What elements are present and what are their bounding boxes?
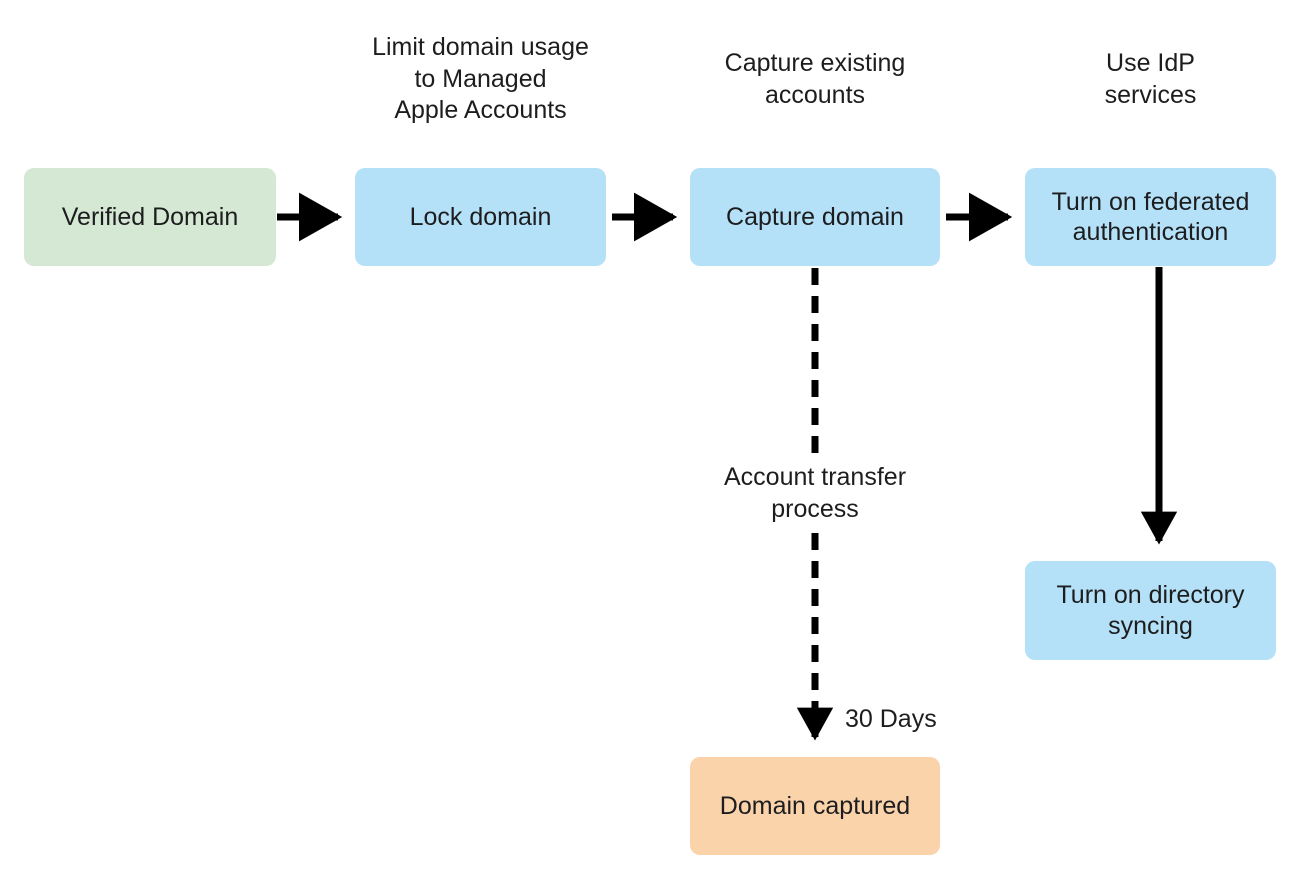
node-verified-domain[interactable]: Verified Domain (24, 168, 276, 266)
node-capture-domain[interactable]: Capture domain (690, 168, 940, 266)
caption-capture-domain: Capture existing accounts (724, 49, 906, 109)
edge-label-account-transfer-process: Account transfer process (723, 463, 907, 523)
caption-turn-on-federated-authentication: Use IdP services (1104, 49, 1197, 109)
annotation-30-days: 30 Days (845, 705, 937, 733)
node-turn-on-federated-authentication[interactable]: Turn on federated authentication (1025, 168, 1276, 266)
caption-lock-domain: Limit domain usage to Managed Apple Acco… (372, 33, 589, 124)
node-domain-captured[interactable]: Domain captured (690, 757, 940, 855)
node-turn-on-directory-syncing[interactable]: Turn on directory syncing (1025, 561, 1276, 660)
node-lock-domain[interactable]: Lock domain (355, 168, 606, 266)
